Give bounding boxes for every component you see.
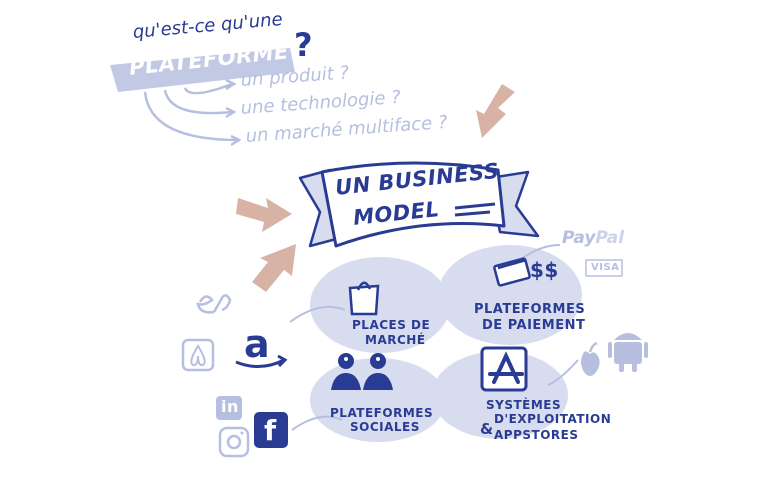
facebook-logo: f (264, 414, 277, 447)
question-mark: ? (294, 26, 313, 64)
airbnb-icon (183, 340, 213, 370)
os-label-amp: & (480, 420, 494, 438)
etsy-icon (198, 295, 230, 312)
payments-label-1: PLATEFORMES (474, 302, 585, 317)
apple-icon (581, 343, 600, 376)
social-label-2: SOCIALES (350, 420, 420, 434)
option-arrow-3 (145, 92, 238, 140)
os-label-3: APPSTORES (494, 428, 579, 442)
shopping-bag-icon (350, 283, 378, 314)
dollar-icon: $$ (530, 258, 559, 282)
paypal-logo-pay: Pay (562, 228, 595, 248)
paypal-logo-pal: Pal (595, 228, 624, 248)
payments-label-2: DE PAIEMENT (482, 318, 585, 333)
option-arrow-1 (185, 84, 232, 93)
visa-logo: VISA (591, 262, 619, 273)
arrow-bottom-left (252, 244, 296, 292)
os-label-2: D'EXPLOITATION (494, 412, 611, 426)
social-label-1: PLATEFORMES (330, 406, 433, 420)
android-icon (608, 333, 648, 372)
arrow-left (236, 198, 292, 232)
linkedin-logo: in (221, 397, 239, 416)
os-label-1: SYSTÈMES (486, 398, 561, 412)
arrow-top-right (476, 84, 515, 138)
instagram-icon (220, 428, 248, 456)
marketplaces-label-1: PLACES DE (352, 318, 430, 332)
amazon-logo: a (244, 322, 270, 366)
marketplaces-label-2: MARCHÉ (365, 333, 426, 347)
appstore-icon (482, 348, 526, 390)
paypal-logo: PayPal (562, 228, 624, 248)
